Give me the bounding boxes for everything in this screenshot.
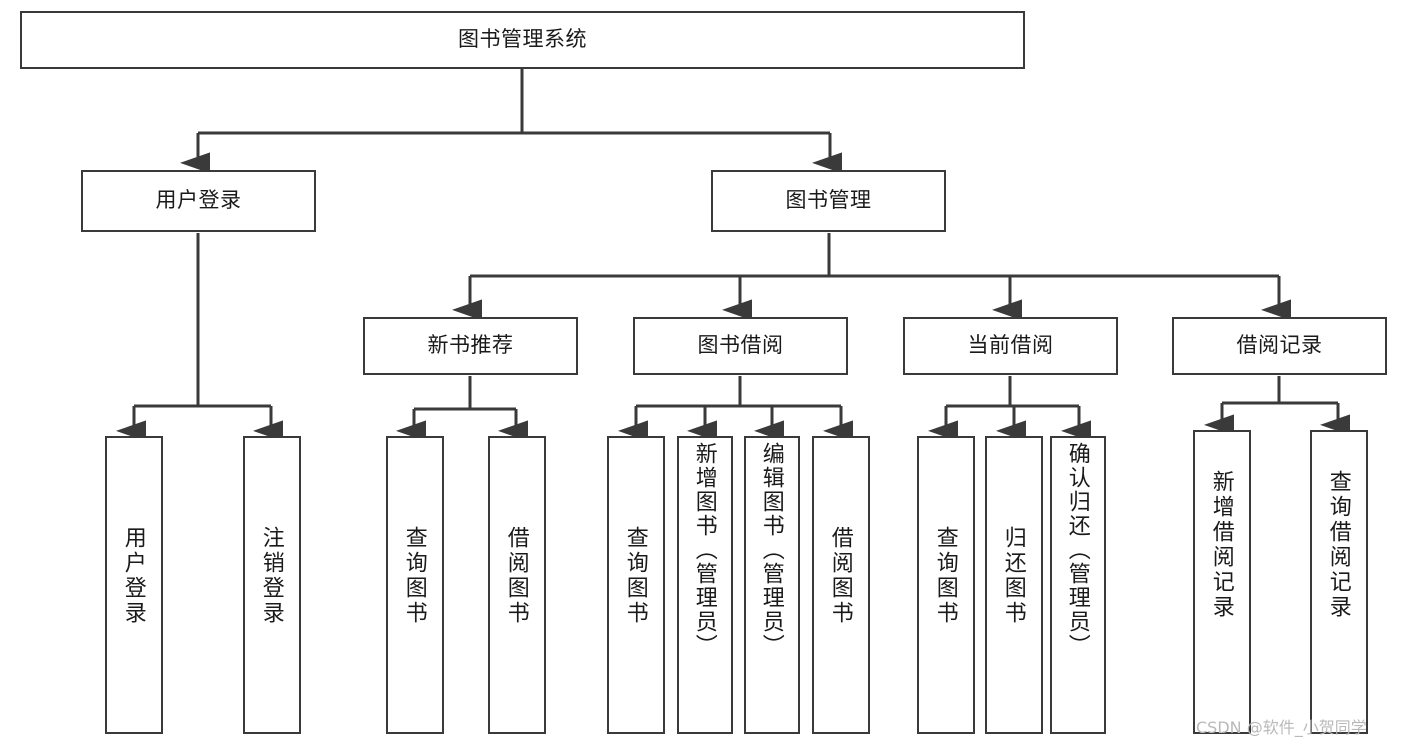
node-user-login-label: 用户登录 [155,189,242,213]
leaf-query-record[interactable]: 查询借阅记录 [1310,430,1368,734]
node-root[interactable]: 图书管理系统 [20,11,1025,69]
node-book-borrow[interactable]: 图书借阅 [633,317,848,375]
leaf-borrow-book-2[interactable]: 借阅图书 [812,436,870,734]
leaf-return-book[interactable]: 归还图书 [985,436,1043,734]
node-book-management[interactable]: 图书管理 [711,170,946,232]
leaf-edit-book[interactable]: 编辑图书（管理员） [744,436,800,734]
leaf-query-book-2[interactable]: 查询图书 [607,436,665,734]
leaf-query-book-3-label: 查询图书 [933,526,959,626]
node-root-label: 图书管理系统 [458,28,587,52]
leaf-borrow-book-1-label: 借阅图书 [504,526,530,626]
leaf-add-book-label: 新增图书（管理员） [692,442,718,658]
node-borrow-record[interactable]: 借阅记录 [1172,317,1387,375]
node-new-book-recommend-label: 新书推荐 [427,334,514,358]
node-borrow-record-label: 借阅记录 [1236,334,1323,358]
leaf-query-book-3[interactable]: 查询图书 [917,436,975,734]
node-user-login[interactable]: 用户登录 [81,170,316,232]
csdn-watermark: CSDN @软件_小贺同学 [1196,718,1367,737]
node-book-management-label: 图书管理 [785,189,872,213]
leaf-query-record-label: 查询借阅记录 [1326,470,1352,620]
leaf-add-record-label: 新增借阅记录 [1209,470,1235,620]
node-current-borrow-label: 当前借阅 [967,334,1054,358]
leaf-user-login[interactable]: 用户登录 [105,436,163,734]
leaf-return-book-label: 归还图书 [1001,526,1027,626]
leaf-confirm-return-label: 确认归还（管理员） [1065,442,1091,658]
leaf-query-book-2-label: 查询图书 [623,526,649,626]
node-book-borrow-label: 图书借阅 [697,334,784,358]
node-new-book-recommend[interactable]: 新书推荐 [363,317,578,375]
leaf-borrow-book-1[interactable]: 借阅图书 [488,436,546,734]
leaf-add-record[interactable]: 新增借阅记录 [1193,430,1251,734]
leaf-query-book-1[interactable]: 查询图书 [386,436,444,734]
leaf-confirm-return[interactable]: 确认归还（管理员） [1050,436,1106,734]
leaf-query-book-1-label: 查询图书 [402,526,428,626]
node-current-borrow[interactable]: 当前借阅 [903,317,1118,375]
leaf-logout-label: 注销登录 [259,526,285,626]
leaf-borrow-book-2-label: 借阅图书 [828,526,854,626]
leaf-edit-book-label: 编辑图书（管理员） [759,442,785,658]
leaf-user-login-label: 用户登录 [121,526,147,626]
leaf-logout[interactable]: 注销登录 [243,436,301,734]
leaf-add-book[interactable]: 新增图书（管理员） [677,436,733,734]
